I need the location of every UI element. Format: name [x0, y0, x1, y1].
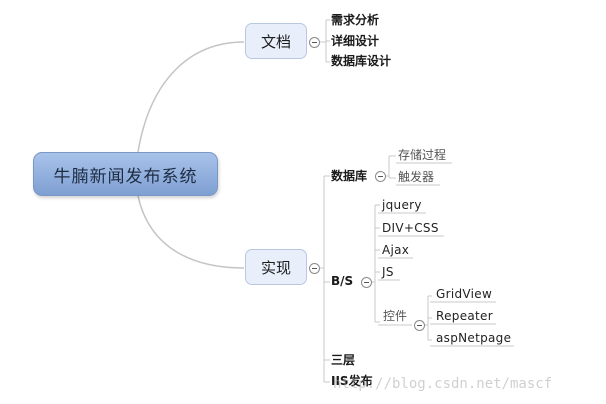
connector-bs-children: [371, 204, 380, 323]
impl-layers-label[interactable]: 三层: [331, 353, 356, 367]
branch-impl[interactable]: 实现: [245, 249, 307, 285]
control-item[interactable]: Repeater: [436, 309, 493, 323]
root-node[interactable]: 牛腩新闻发布系统: [33, 152, 218, 196]
collapse-bs-icon[interactable]: [361, 277, 372, 288]
connector-db-children: [385, 155, 396, 179]
db-item[interactable]: 存储过程: [398, 148, 447, 162]
root-label: 牛腩新闻发布系统: [53, 166, 198, 187]
impl-database-label[interactable]: 数据库: [331, 169, 368, 183]
bs-item[interactable]: DIV+CSS: [382, 221, 439, 235]
control-item[interactable]: GridView: [436, 287, 493, 301]
control-item[interactable]: aspNetpage: [436, 331, 512, 345]
impl-iis-label[interactable]: IIS发布: [331, 374, 373, 388]
bs-controls-label[interactable]: 控件: [383, 309, 408, 323]
doc-item[interactable]: 数据库设计: [331, 54, 392, 68]
collapse-database-icon[interactable]: [375, 171, 386, 182]
branch-docs[interactable]: 文档: [245, 23, 307, 59]
branch-docs-label: 文档: [260, 32, 291, 51]
branch-impl-label: 实现: [260, 258, 291, 277]
connector-docs-children: [320, 19, 330, 63]
connector-root-docs: [137, 41, 245, 153]
doc-item[interactable]: 详细设计: [331, 34, 380, 48]
bs-item[interactable]: JS: [382, 265, 394, 279]
doc-item[interactable]: 需求分析: [331, 13, 380, 27]
collapse-impl-icon[interactable]: [309, 263, 320, 274]
connector-impl-children: [320, 175, 330, 383]
impl-bs-label[interactable]: B/S: [331, 274, 354, 288]
collapse-docs-icon[interactable]: [309, 37, 320, 48]
bs-item[interactable]: Ajax: [382, 243, 410, 257]
bs-item[interactable]: jquery: [382, 198, 422, 212]
watermark-text: http://blog.csdn.net/mascf: [333, 376, 553, 392]
db-item[interactable]: 触发器: [398, 170, 435, 184]
collapse-controls-icon[interactable]: [414, 320, 425, 331]
connector-controls-children: [424, 295, 432, 341]
connector-root-impl: [137, 195, 245, 269]
